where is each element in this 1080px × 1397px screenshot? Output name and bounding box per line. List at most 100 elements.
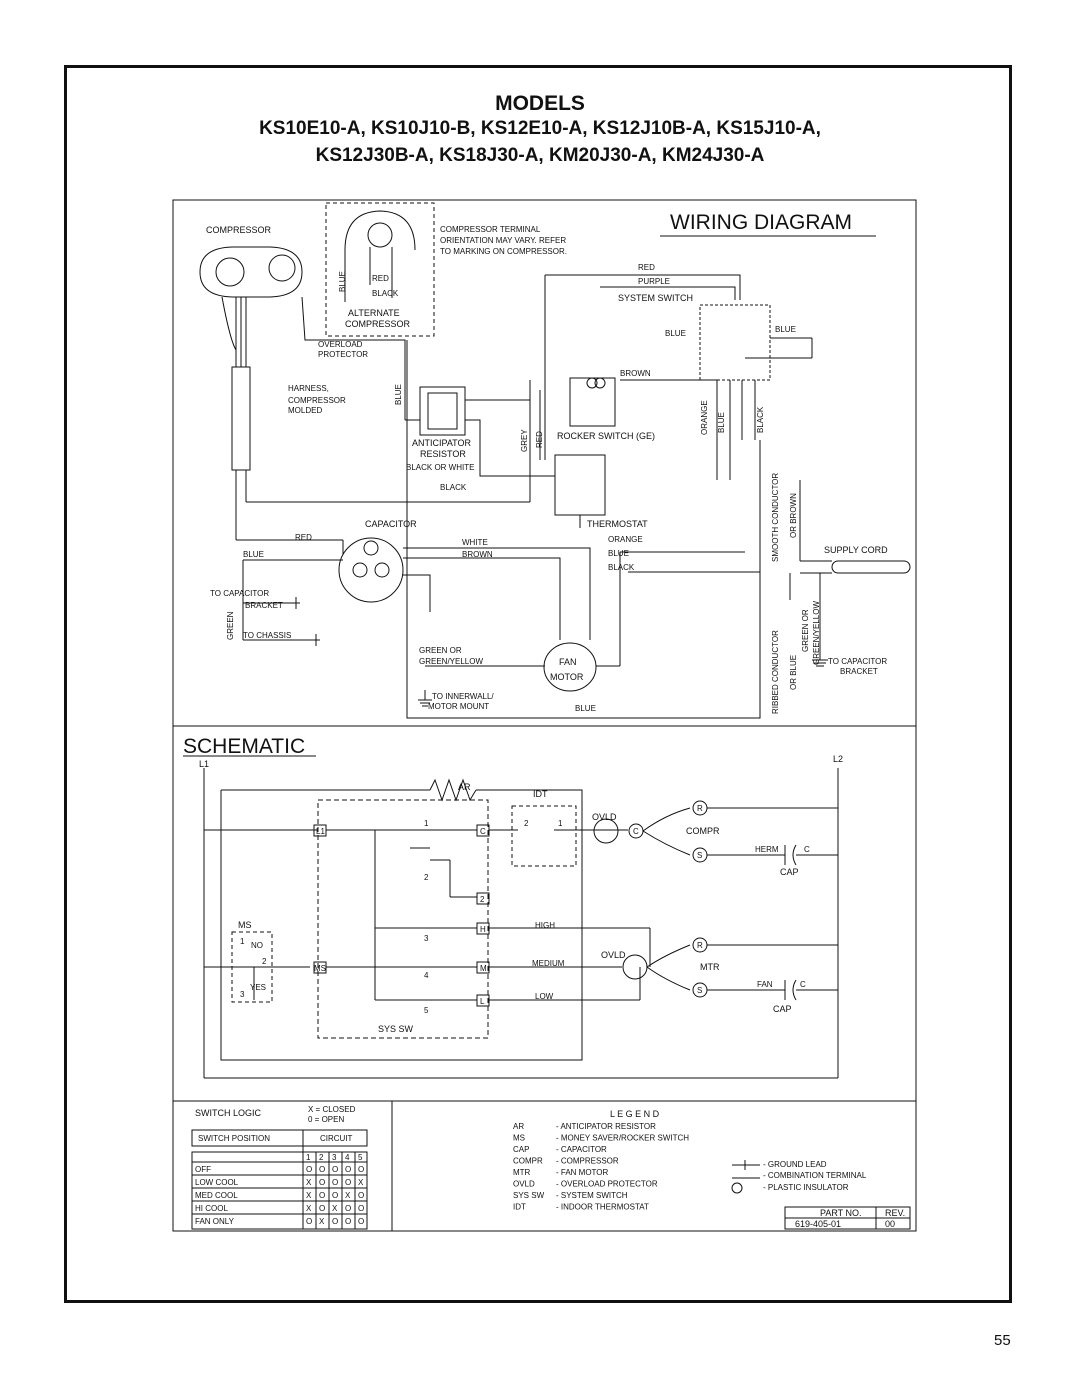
page-frame	[64, 65, 1012, 1303]
alternate-compressor-box	[325, 202, 435, 337]
idt-n2-label: 2	[524, 819, 529, 828]
fan-motor-shape	[543, 642, 597, 692]
ms-n1-label: 1	[240, 937, 245, 946]
ribbed-conductor-1: RIBBED CONDUCTOR	[771, 630, 780, 714]
models-line-2: KS12J30B-A, KS18J30-A, KM20J30-A, KM24J3…	[315, 145, 765, 166]
box-l1: L1	[316, 827, 325, 836]
c-label-1: C	[804, 845, 810, 854]
overload-label-1: OVERLOAD	[318, 340, 363, 349]
blue-vertical-3: BLUE	[717, 412, 726, 433]
green-yellow-v-2: GREEN/YELLOW	[812, 601, 821, 665]
compr-label: COMPR	[686, 826, 720, 836]
box-2: 2	[480, 895, 485, 904]
blue-wire-label: BLUE	[665, 329, 686, 338]
legend-abbr: MS	[513, 1134, 525, 1143]
circuit-cell: O	[345, 1178, 351, 1187]
harness-label-3: MOLDED	[288, 406, 322, 415]
switch-position-label: LOW COOL	[195, 1178, 239, 1187]
ovld-compr-symbol	[593, 818, 619, 844]
black-or-white-label: BLACK OR WHITE	[406, 463, 474, 472]
ms-n2-label: 2	[262, 957, 267, 966]
ms-n3-label: 3	[240, 990, 245, 999]
wiring-diagram-title: WIRING DIAGRAM	[670, 211, 852, 234]
circuit-cell: O	[345, 1165, 351, 1174]
capacitor-shape	[338, 537, 404, 603]
terminal-note-line-2: ORIENTATION MAY VARY. REFER	[440, 236, 566, 245]
to-cap-bracket-2: BRACKET	[245, 601, 283, 610]
n5-label: 5	[424, 1006, 429, 1015]
blue-motor-label: BLUE	[575, 704, 596, 713]
legend-combination: - COMBINATION TERMINAL	[763, 1171, 867, 1180]
circuit-cell: O	[345, 1217, 351, 1226]
cap-label-2: CAP	[773, 1004, 792, 1014]
anticipator-resistor-shape	[419, 386, 466, 436]
thermostat-shape	[554, 454, 606, 516]
green-or-1: GREEN OR	[419, 646, 462, 655]
circuit-cell: O	[319, 1165, 325, 1174]
blue-vertical-2: BLUE	[394, 384, 403, 405]
fan-label: FAN	[559, 657, 577, 667]
alternate-label-1: ALTERNATE	[348, 308, 400, 318]
no-label: NO	[251, 941, 263, 950]
circuit-cell: X	[332, 1204, 338, 1213]
system-switch-box	[317, 799, 489, 1039]
circuit-cell: X	[306, 1191, 312, 1200]
blue-thermo-label: BLUE	[608, 549, 629, 558]
key-open: 0 = OPEN	[308, 1115, 344, 1124]
n1-label: 1	[424, 819, 429, 828]
fan-cap-label: FAN	[757, 980, 773, 989]
circuit-cell: X	[306, 1204, 312, 1213]
blue-cap-label: BLUE	[243, 550, 264, 559]
circuit-cell: O	[306, 1217, 312, 1226]
harness-label-1: HARNESS,	[288, 384, 329, 393]
switch-position-label: FAN ONLY	[195, 1217, 235, 1226]
s-label-1: S	[697, 851, 702, 860]
green-or-2: GREEN/YELLOW	[419, 657, 483, 666]
terminal-note-line-3: TO MARKING ON COMPRESSOR.	[440, 247, 567, 256]
rev-label: REV.	[885, 1208, 905, 1218]
legend-abbr: COMPR	[513, 1157, 543, 1166]
switch-position-label: MED COOL	[195, 1191, 238, 1200]
ms-label: MS	[238, 920, 252, 930]
s-label-2: S	[697, 986, 702, 995]
harness-label-2: COMPRESSOR	[288, 396, 346, 405]
green-vertical: GREEN	[226, 611, 235, 640]
motor-label: MOTOR	[550, 672, 584, 682]
legend-title: L E G E N D	[610, 1109, 660, 1119]
legend-abbr: IDT	[513, 1203, 526, 1212]
box-l: L	[480, 997, 485, 1006]
legend-abbr: MTR	[513, 1168, 531, 1177]
green-yellow-v-1: GREEN OR	[801, 609, 810, 652]
ar-label: AR	[458, 782, 471, 792]
ribbed-conductor-2: OR BLUE	[789, 655, 798, 690]
legend-abbr: AR	[513, 1122, 524, 1131]
circuit-cell: O	[358, 1191, 364, 1200]
circuit-cell: X	[345, 1191, 351, 1200]
anticipator-resistor-symbol	[429, 778, 477, 802]
overload-label-2: PROTECTOR	[318, 350, 368, 359]
compressor-label: COMPRESSOR	[206, 225, 272, 235]
brown-cap-label: BROWN	[462, 550, 493, 559]
l1-label: L1	[199, 759, 209, 769]
circuit-cell: O	[319, 1191, 325, 1200]
black-vertical: BLACK	[756, 406, 765, 433]
thermostat-label: THERMOSTAT	[587, 519, 648, 529]
system-switch-label: SYSTEM SWITCH	[618, 293, 693, 303]
ovld-mtr-symbol	[622, 954, 648, 980]
circuit-cell: O	[332, 1191, 338, 1200]
legend-desc: - FAN MOTOR	[556, 1168, 609, 1177]
rocker-switch-shape	[569, 377, 616, 427]
part-number: 619-405-01	[795, 1219, 841, 1229]
smooth-conductor-2: OR BROWN	[789, 493, 798, 538]
brown-wire-label: BROWN	[620, 369, 651, 378]
box-c: C	[480, 827, 486, 836]
page-number: 55	[994, 1332, 1011, 1349]
circuit-cell: O	[332, 1217, 338, 1226]
harness-shape	[231, 366, 251, 471]
legend-desc: - CAPACITOR	[556, 1145, 607, 1154]
herm-label: HERM	[755, 845, 779, 854]
key-closed: X = CLOSED	[308, 1105, 356, 1114]
legend-desc: - COMPRESSOR	[556, 1157, 619, 1166]
